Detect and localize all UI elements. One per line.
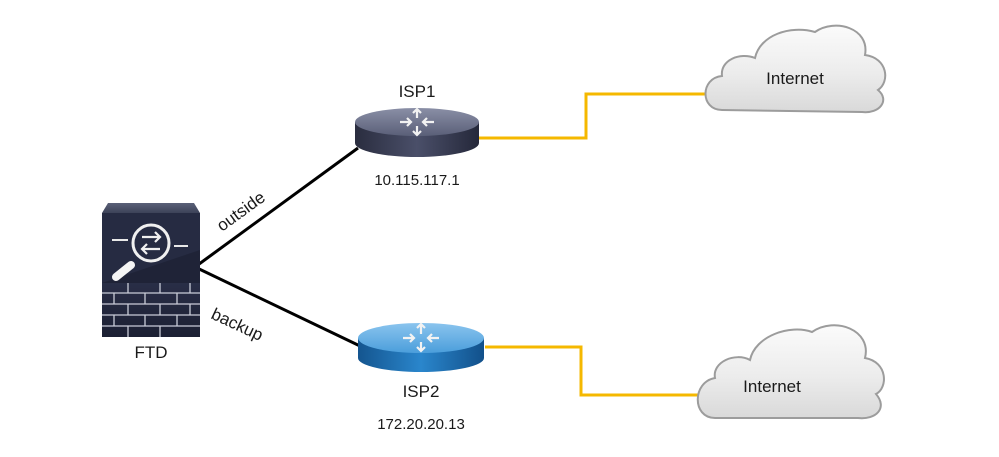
isp1-router-icon[interactable]: [355, 107, 479, 157]
internet-2-label: Internet: [743, 377, 801, 396]
link-isp1-internet: [477, 92, 710, 140]
link-outside: [194, 146, 359, 269]
internet-cloud-1-icon[interactable]: [704, 24, 887, 114]
internet-1-label: Internet: [766, 69, 824, 88]
ftd-firewall-icon[interactable]: [102, 203, 200, 337]
outside-label: outside: [213, 188, 269, 236]
isp1-ip: 10.115.117.1: [374, 172, 459, 189]
isp1-label: ISP1: [399, 82, 436, 101]
isp2-router-icon[interactable]: [358, 322, 484, 372]
backup-label: backup: [208, 304, 266, 344]
link-isp2-internet: [485, 345, 702, 397]
isp2-label: ISP2: [403, 382, 440, 401]
internet-cloud-2-icon[interactable]: [696, 324, 885, 420]
ftd-label: FTD: [134, 343, 167, 362]
isp2-ip: 172.20.20.13: [377, 416, 465, 433]
link-backup: [194, 265, 361, 348]
